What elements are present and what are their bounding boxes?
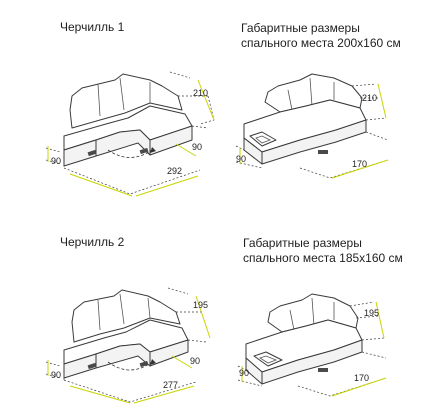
sleep-size-2-line1: Габаритные размеры xyxy=(243,236,362,250)
bed-2-depth-label: 195 xyxy=(364,308,379,318)
model-2-name: Черчилль 2 xyxy=(60,235,125,249)
model-2-title: Черчилль 2 xyxy=(60,235,124,250)
sofa-2-depth-label: 195 xyxy=(193,300,208,310)
sofa-2-folded-drawing xyxy=(63,289,189,379)
sofa-2-right-side-label: 90 xyxy=(190,356,200,366)
bed-1-side-label: 90 xyxy=(236,154,246,164)
sleep-size-2-title: Габаритные размеры спального места 185x1… xyxy=(243,236,403,266)
sofa-2-dimensions: 195 90 90 277 xyxy=(45,287,211,404)
bed-2-unfolded-drawing xyxy=(245,293,363,385)
sofa-2-left-side-label: 90 xyxy=(51,370,61,380)
sofa-1-dimensions: 210 90 90 292 xyxy=(45,71,215,197)
sofa-1-folded-drawing xyxy=(63,73,193,167)
bed-1-unfolded-drawing xyxy=(243,73,367,165)
sleep-size-1-title: Габаритные размеры спального места 200x1… xyxy=(241,21,401,51)
sofa-1-right-side-label: 90 xyxy=(192,142,202,152)
sleep-size-2-line2: спального места 185x160 см xyxy=(243,251,403,265)
bed-2-width-label: 170 xyxy=(354,373,369,383)
model-1-title: Черчилль 1 xyxy=(60,20,124,35)
bed-2-side-label: 90 xyxy=(239,368,249,378)
sofa-1-left-side-label: 90 xyxy=(51,156,61,166)
sofa-1-depth-label: 210 xyxy=(193,88,208,98)
bed-1-depth-label: 210 xyxy=(362,93,377,103)
sofa-1-length-label: 292 xyxy=(167,166,182,176)
model-1-name: Черчилль 1 xyxy=(60,20,125,34)
bed-1-dimensions: 210 90 170 xyxy=(235,83,389,179)
sofa-2-length-label: 277 xyxy=(163,380,178,390)
bed-1-width-label: 170 xyxy=(352,159,367,169)
bed-2-dimensions: 195 90 170 xyxy=(237,301,387,397)
sleep-size-1-line2: спального места 200x160 см xyxy=(241,36,401,50)
sleep-size-1-line1: Габаритные размеры xyxy=(241,21,360,35)
